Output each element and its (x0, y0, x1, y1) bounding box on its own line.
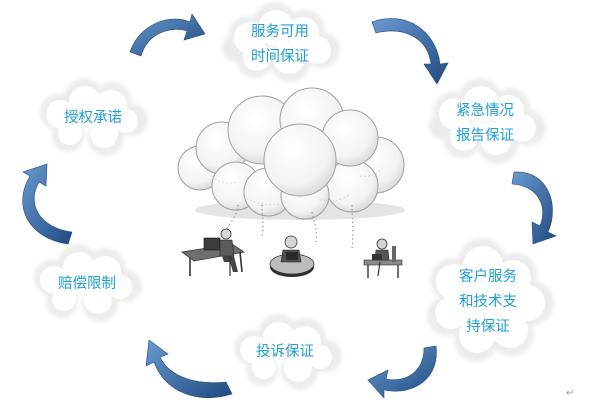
label-line: 报告保证 (456, 128, 514, 144)
label-cloud-service (222, 2, 340, 82)
label-line: 持保证 (466, 319, 510, 335)
label-cloud-compensation (34, 244, 142, 322)
curved-arrow-icon (511, 171, 557, 245)
node-label-support: 客户服务 和技术支 持保证 (448, 265, 528, 340)
label-line: 客户服务 (459, 269, 517, 285)
label-line: 紧急情况 (456, 103, 514, 119)
node-label-compensation: 赔偿限制 (50, 272, 124, 297)
label-line: 赔偿限制 (58, 276, 116, 292)
label-line: 服务可用 (251, 24, 309, 40)
label-cloud-authorization (40, 78, 148, 156)
label-cloud-emergency (429, 78, 546, 164)
label-cloud-support (427, 238, 554, 362)
node-label-authorization: 授权承诺 (56, 106, 130, 131)
label-line: 时间保证 (251, 49, 309, 65)
curved-arrow-icon (22, 163, 73, 245)
label-line: 授权承诺 (64, 110, 122, 126)
person-at-desk-icon (181, 228, 246, 276)
curved-arrow-icon (371, 18, 449, 85)
curved-arrow-icon (129, 13, 206, 57)
curved-arrow-icon (145, 339, 233, 398)
curved-arrow-icon (367, 345, 437, 399)
node-label-service: 服务可用 时间保证 (240, 20, 320, 70)
person-on-bench-icon (363, 238, 403, 278)
return-mark: ↵ (566, 388, 575, 399)
node-label-complaint: 投诉保证 (248, 340, 322, 365)
cloud-icon (177, 87, 405, 220)
label-cloud-complaint (234, 314, 342, 390)
label-line: 和技术支 (459, 294, 517, 310)
node-label-emergency: 紧急情况 报告保证 (445, 99, 525, 149)
label-line: 投诉保证 (256, 344, 314, 360)
person-on-laptop-icon (269, 235, 315, 277)
